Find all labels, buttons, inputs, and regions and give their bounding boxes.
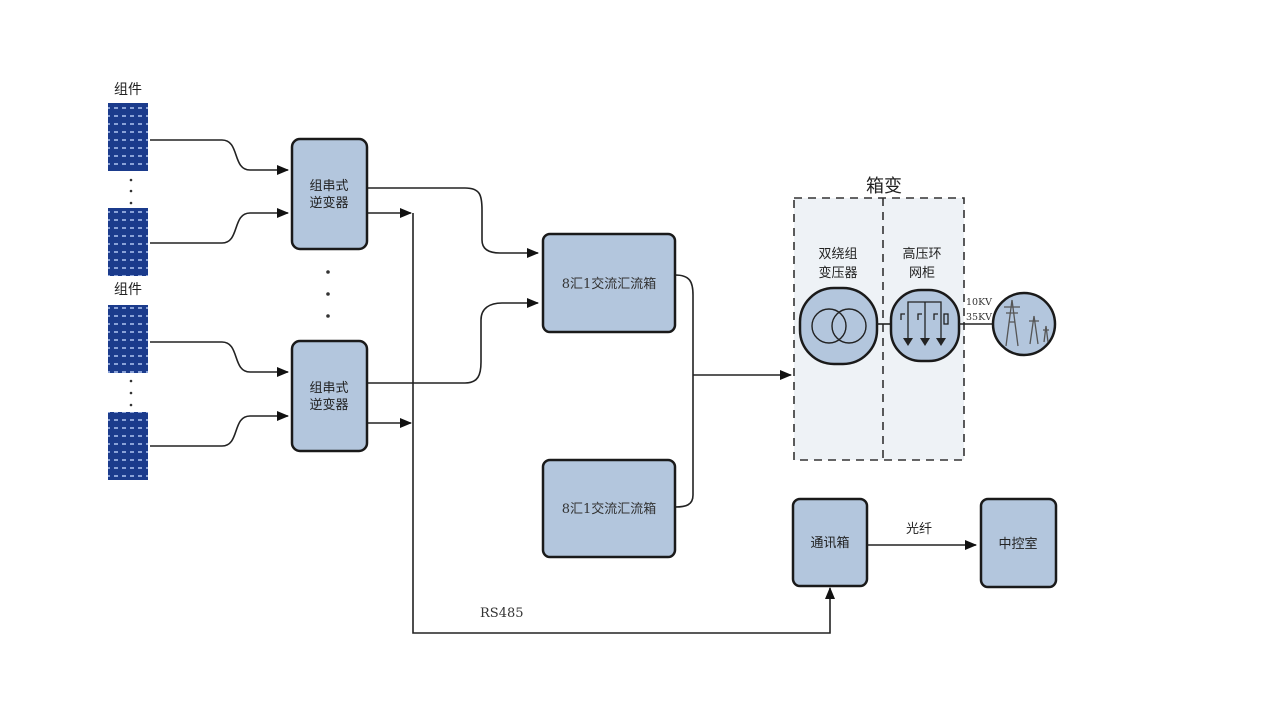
transformer-label: 变压器 <box>818 265 857 281</box>
inverter-label: 组串式 <box>309 179 348 194</box>
ac-connections <box>367 187 792 508</box>
rs485-bus <box>367 208 835 634</box>
inverter-box[interactable]: 组串式 逆变器 <box>290 137 369 251</box>
ring-main-label: 高压环 <box>902 246 941 262</box>
inverter-box[interactable]: 组串式 逆变器 <box>290 339 369 453</box>
ellipsis-dots <box>129 178 330 407</box>
transformer-icon[interactable] <box>798 286 879 366</box>
fiber-label: 光纤 <box>906 522 932 537</box>
voltage-label: 10KV <box>966 297 992 308</box>
control-room-label: 中控室 <box>998 536 1037 552</box>
dc-connections <box>150 139 289 447</box>
ring-main-label: 网柜 <box>909 266 935 281</box>
transformer-label: 双绕组 <box>818 247 857 262</box>
solar-panel-icon <box>108 103 148 171</box>
solar-panel-icon <box>108 305 148 373</box>
ring-main-unit-icon[interactable] <box>889 288 961 363</box>
solar-panel-icon <box>108 412 148 480</box>
inverter-label: 组串式 <box>309 381 348 396</box>
comm-box-label: 通讯箱 <box>810 535 849 551</box>
combiner-label: 8汇1交流汇流箱 <box>562 276 657 292</box>
power-grid-icon[interactable] <box>991 291 1057 357</box>
combiner-label: 8汇1交流汇流箱 <box>562 501 657 517</box>
module-label: 组件 <box>114 82 142 98</box>
combiner-box[interactable]: 8汇1交流汇流箱 <box>541 232 677 334</box>
module-label: 组件 <box>114 282 142 298</box>
solar-panel-icon <box>108 208 148 276</box>
voltage-label: 35KV <box>966 312 992 323</box>
control-room-box[interactable]: 中控室 <box>979 497 1058 589</box>
comm-box[interactable]: 通讯箱 <box>791 497 869 588</box>
combiner-box[interactable]: 8汇1交流汇流箱 <box>541 458 677 559</box>
rs485-label: RS485 <box>480 606 524 621</box>
inverter-label: 逆变器 <box>309 397 348 413</box>
inverter-label: 逆变器 <box>309 195 348 211</box>
box-transformer-title: 箱变 <box>866 176 902 197</box>
